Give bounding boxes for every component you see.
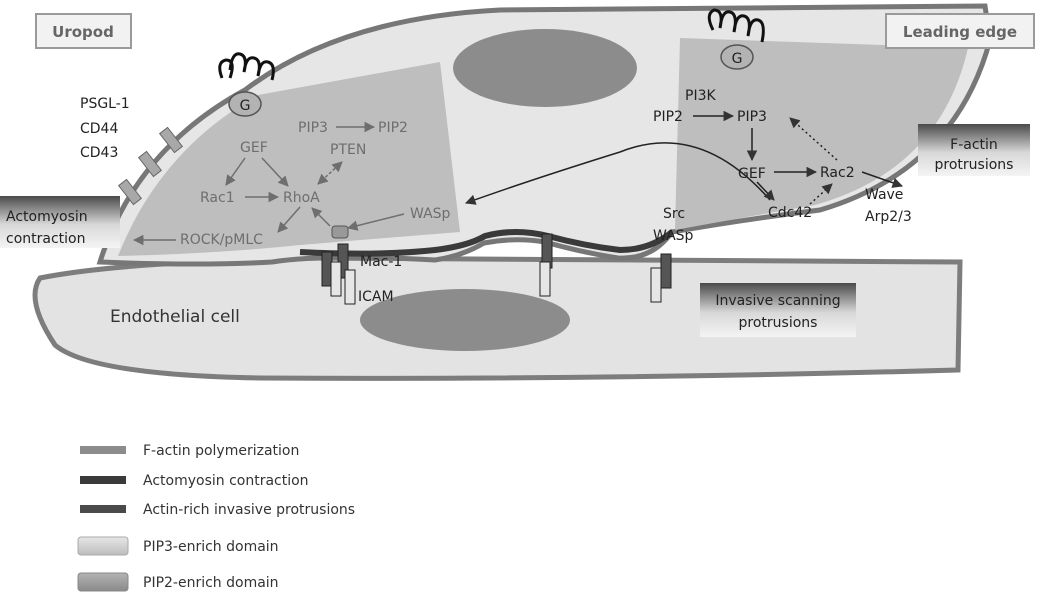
cd43-label: CD43 [80,145,118,161]
integrin-icam-pair-1 [321,225,356,305]
invasive-scanning-box [700,283,856,337]
icam-label: ICAM [358,289,394,305]
endothelial-cell-label: Endothelial cell [110,307,240,327]
uropod-rhoa: RhoA [283,190,320,206]
legend-label-actomyosin: Actomyosin contraction [143,473,309,489]
gpcr-receptor-uropod: G [218,52,275,117]
uropod-rock-pmlc: ROCK/pMLC [180,232,263,248]
invasive-label-line2: protrusions [739,315,818,331]
legend-swatch-actomyosin [80,476,126,484]
g-protein-label-leading: G [732,51,743,67]
factin-protrusions-box [918,124,1030,176]
contact-membrane [299,229,674,257]
leading-arp23: Arp2/3 [865,209,912,225]
legend-swatch-factin [80,446,126,454]
src-label: Src [663,206,685,222]
legend-label-factin: F-actin polymerization [143,443,299,459]
leading-pip3: PIP3 [737,109,767,125]
leading-edge-pip3-domain [675,38,968,230]
actomyosin-label-line1: Actomyosin [6,209,88,225]
uropod-pip2: PIP2 [378,120,408,136]
cdc42-to-wasp-arrow [465,142,771,205]
uropod-rac1: Rac1 [200,190,235,206]
leading-pi3k: PI3K [685,88,716,104]
leading-edge-box [885,13,1035,49]
uropod-pten: PTEN [330,142,366,158]
leading-cdc42: Cdc42 [768,205,812,221]
leading-rac2: Rac2 [820,165,855,181]
g-protein-uropod [228,91,262,117]
endothelial-nucleus [360,289,570,351]
g-protein-leading [720,44,754,70]
psgl1-label: PSGL-1 [80,96,130,112]
leading-gef: GEF [738,166,766,182]
legend-swatch-pip2 [77,572,129,592]
leading-pathway: PI3K PIP2 PIP3 GEF Rac2 Cdc42 Wave Arp2/… [653,88,912,225]
actomyosin-label-line2: contraction [6,231,85,247]
legend-label-pip2: PIP2-enrich domain [143,575,279,591]
mac1-label: Mac-1 [360,254,402,270]
gpcr-receptor-leading: G [707,8,765,70]
leading-pip2: PIP2 [653,109,683,125]
adhesion-receptors-uropod [117,126,184,206]
leukocyte-nucleus [453,29,637,107]
cd44-label: CD44 [80,121,118,137]
uropod-gef: GEF [240,140,268,156]
integrin-icam-pair-3 [650,253,672,303]
invasive-label-line1: Invasive scanning [715,293,840,309]
leading-wave: Wave [865,187,903,203]
uropod-pip3: PIP3 [298,120,328,136]
legend-label-invasive: Actin-rich invasive protrusions [143,502,355,518]
leading-edge-label: Leading edge [903,23,1017,41]
uropod-label: Uropod [52,23,114,41]
actomyosin-contraction-box [0,196,120,248]
legend: F-actin polymerization Actomyosin contra… [77,443,355,592]
legend-swatch-invasive [80,505,126,513]
uropod-box [35,13,132,49]
uropod-wasp: WASp [410,206,451,222]
wasp-membrane-label: WASp [653,228,694,244]
uropod-pathway: PIP3 PIP2 GEF PTEN Rac1 RhoA WASp ROCK/p… [132,120,451,248]
factin-label-line2: protrusions [935,157,1014,173]
g-protein-label-uropod: G [240,98,251,114]
legend-swatch-pip3 [77,536,129,556]
legend-label-pip3: PIP3-enrich domain [143,539,279,555]
integrin-icam-pair-2 [539,233,553,297]
uropod-pip2-domain [118,62,460,256]
factin-label-line1: F-actin [950,137,998,153]
